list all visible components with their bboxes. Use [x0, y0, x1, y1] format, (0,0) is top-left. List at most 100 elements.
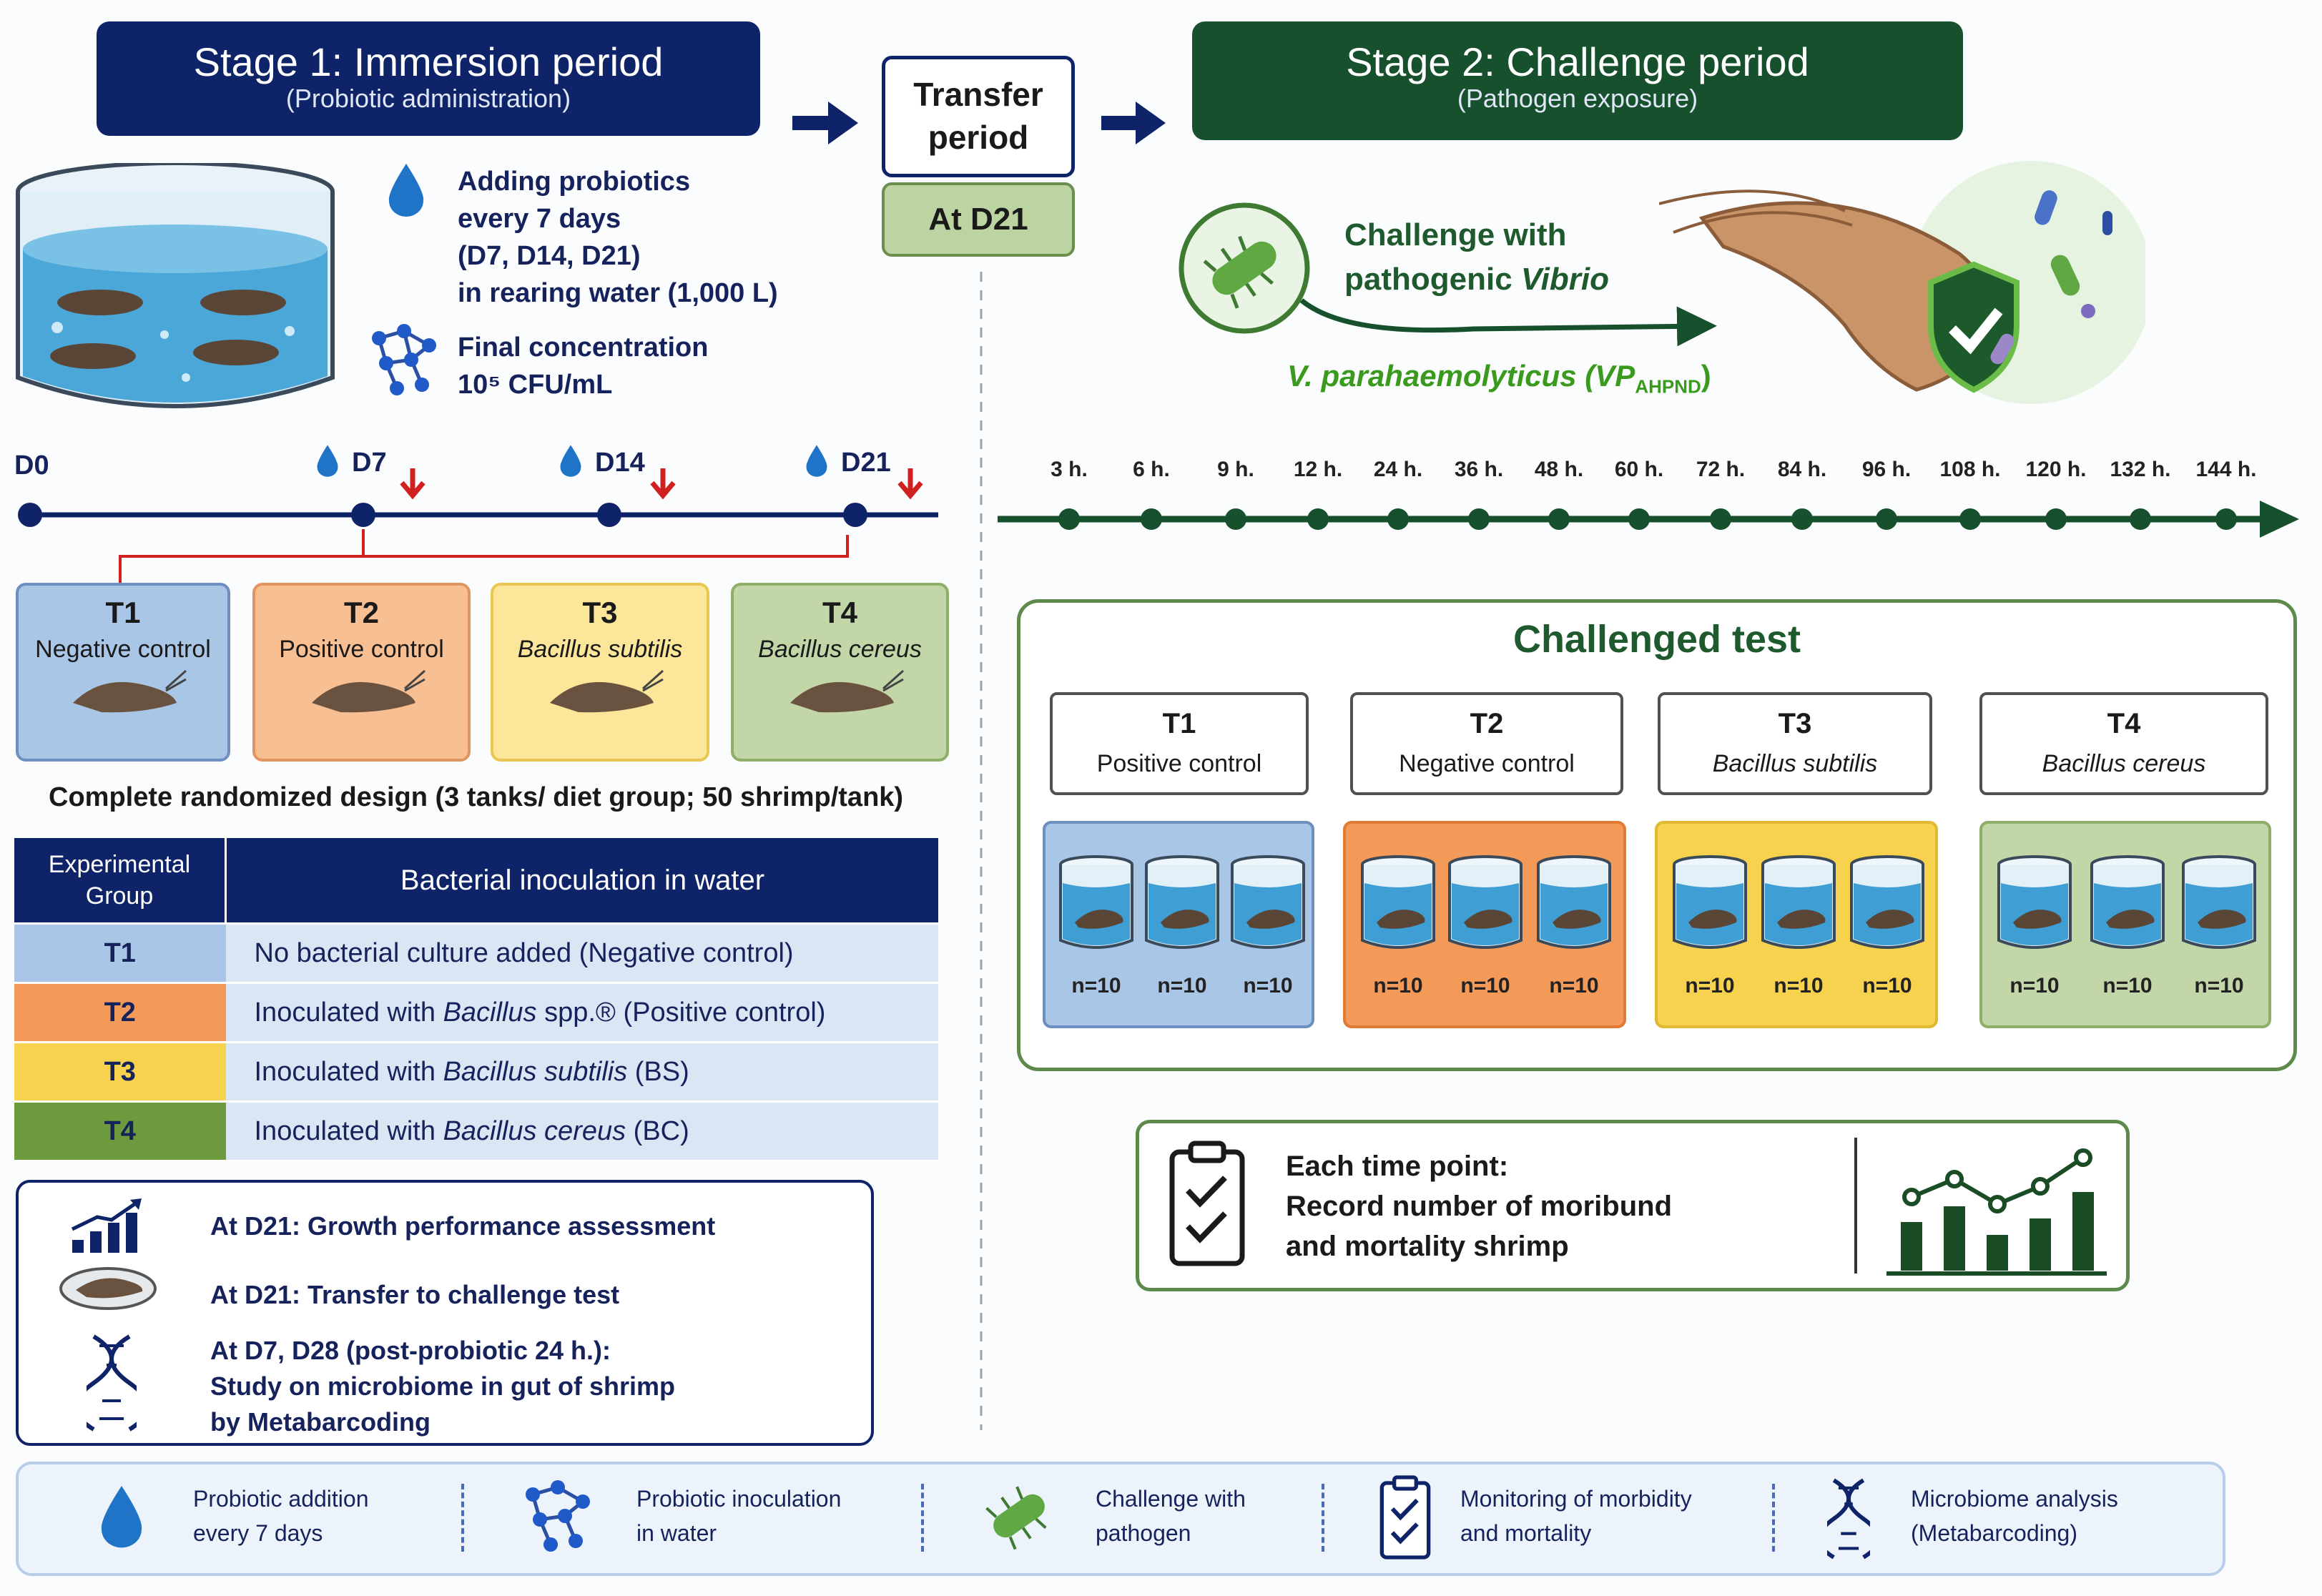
table-cell-inoculation: Inoculated with Bacillus cereus (BC) [225, 1101, 938, 1162]
tank-icon [1995, 854, 2074, 958]
record-line1: Each time point: [1286, 1151, 1509, 1182]
timeline-hour-label: 96 h. [1861, 458, 1912, 481]
table-header-inoculation: Bacterial inoculation in water [225, 838, 938, 925]
tank-count-label: n=10 [2009, 974, 2060, 998]
micro-line3: by Metabarcoding [210, 1407, 431, 1437]
group-id: T2 [343, 596, 379, 629]
tank-icon [1535, 854, 1613, 958]
table-cell-inoculation: No bacterial culture added (Negative con… [225, 923, 938, 984]
table-cell-group: T2 [14, 982, 226, 1043]
record-box: Each time point: Record number of moribu… [1136, 1120, 2130, 1291]
group-name: Negative control [35, 636, 211, 663]
tank-count-label: n=10 [1549, 974, 1599, 998]
bacterium-icon [985, 1486, 1047, 1550]
day-label-d14: D14 [595, 448, 645, 478]
adding-line4: in rearing water (1,000 L) [458, 278, 778, 308]
molecule-icon [526, 1480, 590, 1552]
pathogen-name: V. parahaemolyticus (VPAHPND) [1287, 359, 1711, 398]
table-cell-inoculation: Inoculated with Bacillus subtilis (BS) [225, 1042, 938, 1103]
timeline-hour-dot [1468, 508, 1490, 530]
shrimp-group-icon [50, 290, 286, 369]
tank-count-label: n=10 [1774, 974, 1824, 998]
molecule-icon [372, 324, 436, 395]
timeline-hour-dot [1628, 508, 1650, 530]
stage1-header: Stage 1: Immersion period (Probiotic adm… [97, 21, 760, 136]
microbes-icon [1990, 190, 2112, 365]
tank-icon [1446, 854, 1525, 958]
transfer-challenge-text: At D21: Transfer to challenge test [210, 1280, 620, 1309]
timeline-hour-dot [2130, 508, 2151, 530]
shrimp-dish-icon [59, 1267, 157, 1310]
timeline-hour-dot [1058, 508, 1080, 530]
timeline-hour-label: 84 h. [1777, 458, 1827, 481]
adding-line2: every 7 days [458, 204, 621, 234]
final-concentration-text: Final concentration 10⁵ CFU/mL [458, 329, 708, 403]
timeline-hour-label: 144 h. [2195, 458, 2257, 481]
card-id: T1 [1162, 708, 1196, 739]
tank-icon [1759, 854, 1838, 958]
table-row: T2 Inoculated with Bacillus spp.® (Posit… [14, 982, 938, 1043]
timeline-hour-label: 3 h. [1051, 458, 1088, 481]
card-id: T3 [1778, 708, 1812, 739]
rearing-tank-illustration [16, 163, 335, 408]
growth-assessment-text: At D21: Growth performance assessment [210, 1211, 716, 1241]
arrow-transfer-to-stage2 [1101, 102, 1166, 144]
group-id: T4 [822, 596, 857, 629]
challenge-arrow [1299, 298, 1717, 347]
micro-line2: Study on microbiome in gut of shrimp [210, 1371, 676, 1401]
water-drop-icon [560, 445, 581, 477]
timeline-hour-dot [1876, 508, 1897, 530]
challenge-line1: Challenge with [1344, 217, 1567, 252]
legend-item-microbiome: Microbiome analysis(Metabarcoding) [1911, 1486, 2118, 1546]
timeline-hour-dot [1307, 508, 1329, 530]
stage2-subtitle: (Pathogen exposure) [1457, 83, 1698, 113]
tank-count-label: n=10 [1862, 974, 1912, 998]
timeline-hour-dot [1959, 508, 1981, 530]
group-id: T1 [105, 596, 141, 629]
timeline-days [18, 468, 938, 583]
timeline-hour-label: 60 h. [1614, 458, 1664, 481]
timeline-hour-label: 48 h. [1534, 458, 1584, 481]
table-header-row: Experimental Group Bacterial inoculation… [14, 838, 938, 925]
table-cell-group: T1 [14, 923, 226, 984]
group-card-t2: T2 Positive control [252, 583, 471, 762]
water-drop-icon [101, 1486, 142, 1548]
tank-icon [1671, 854, 1749, 958]
growth-chart-icon [71, 1198, 142, 1253]
timeline-hour-dot [1710, 508, 1731, 530]
legend-bar [16, 1462, 2225, 1576]
record-divider [1854, 1138, 1857, 1274]
tank-count-label: n=10 [1243, 974, 1293, 998]
timeline-hour-label: 132 h. [2110, 458, 2171, 481]
legend-divider [461, 1484, 464, 1552]
timeline-hour-label: 12 h. [1293, 458, 1343, 481]
challenge-card-t2: T2 Negative control [1350, 692, 1623, 795]
group-name: Bacillus subtilis [517, 636, 683, 663]
group-card-t1: T1 Negative control [16, 583, 230, 762]
timeline-hour-label: 24 h. [1373, 458, 1423, 481]
adding-line3: (D7, D14, D21) [458, 241, 641, 271]
record-line3: and mortality shrimp [1286, 1231, 1569, 1262]
stage1-title: Stage 1: Immersion period [193, 39, 664, 84]
design-note: Complete randomized design (3 tanks/ die… [49, 782, 904, 812]
timeline-hour-dot [1225, 508, 1246, 530]
timeline-hour-label: 72 h. [1696, 458, 1746, 481]
assessment-box: At D21: Growth performance assessment At… [16, 1180, 874, 1446]
group-name: Positive control [279, 636, 444, 663]
timeline-hour-dot [2215, 508, 2237, 530]
timeline-hour-dot [1791, 508, 1813, 530]
clipboard-icon [1169, 1141, 1245, 1266]
tank-count-label: n=10 [2194, 974, 2244, 998]
transfer-badge: At D21 [882, 182, 1075, 257]
dna-icon [87, 1334, 137, 1432]
timeline-hour-label: 36 h. [1454, 458, 1504, 481]
challenge-text: Challenge with pathogenic Vibrio [1344, 213, 1609, 302]
tank-icon [1057, 854, 1136, 958]
challenge-line2: pathogenic Vibrio [1344, 262, 1609, 297]
tank-count-label: n=10 [2102, 974, 2153, 998]
challenge-card-t1: T1 Positive control [1050, 692, 1309, 795]
shrimp-icon [550, 669, 664, 713]
